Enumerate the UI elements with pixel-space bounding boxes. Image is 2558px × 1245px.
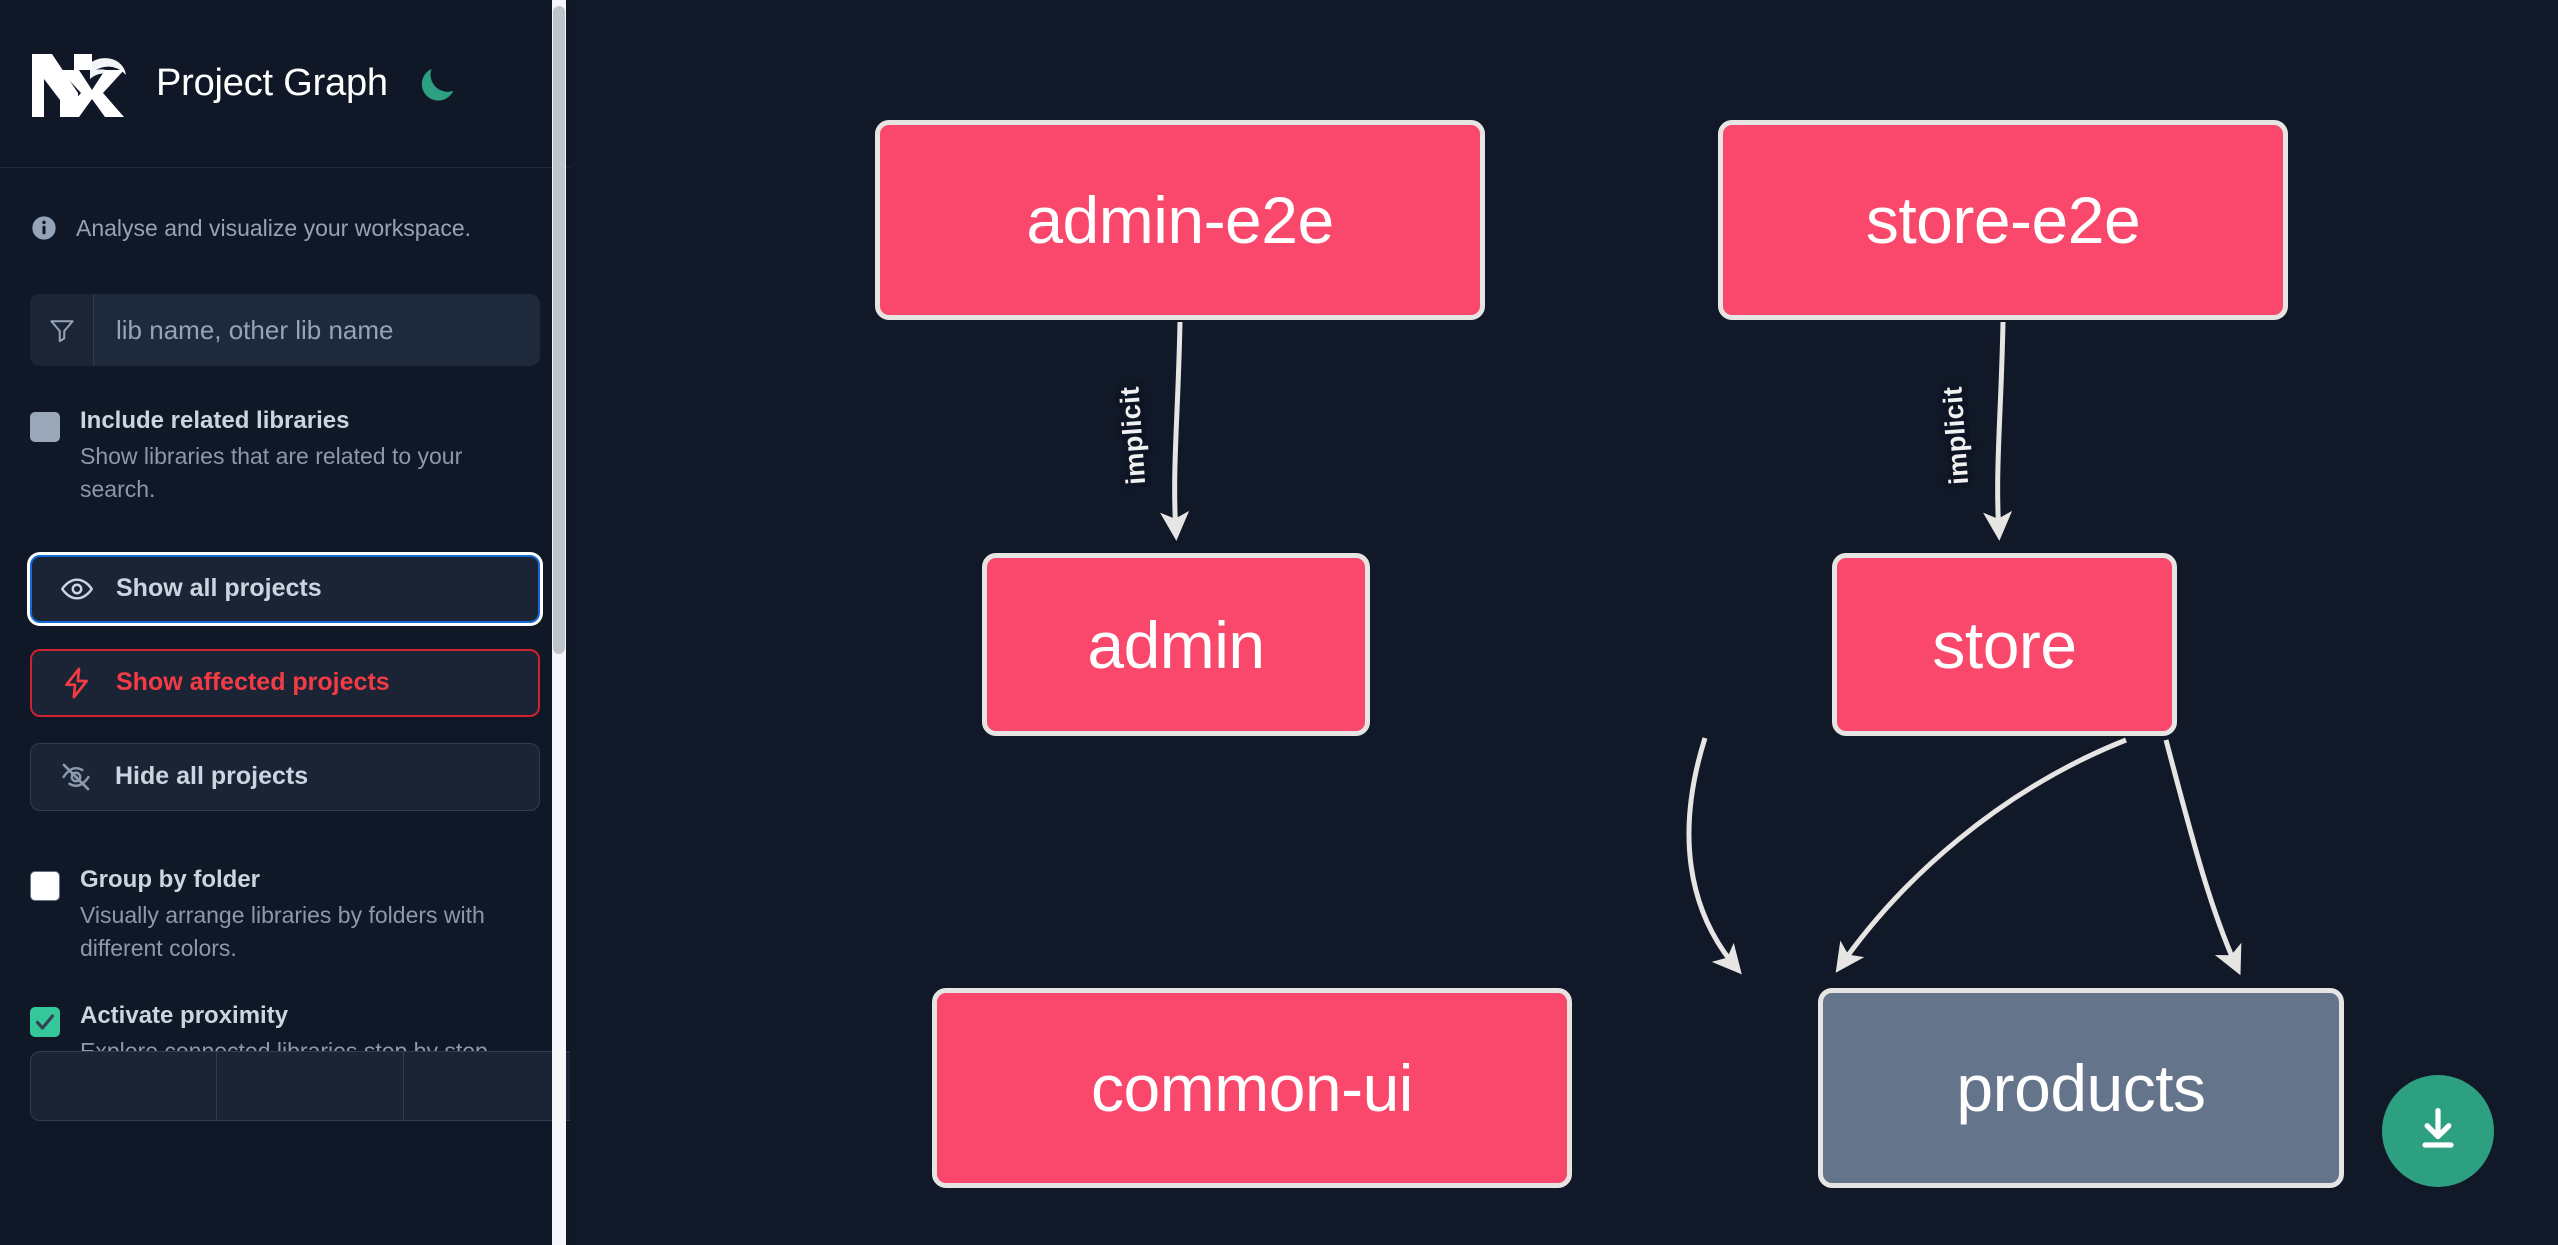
graph-node-store-e2e-label: store-e2e [1865,183,2141,257]
graph-node-products-label: products [1956,1051,2206,1125]
proximity-segment-3[interactable] [404,1052,570,1120]
edge-store-common-ui [1835,737,2127,973]
proximity-segment-2[interactable] [217,1051,404,1120]
checkbox-include-related-libraries-description: Show libraries that are related to your … [80,443,463,503]
checkbox-group-by-folder-label: Group by folder [80,865,260,893]
edge-admin-common-ui [1686,737,1742,975]
show-affected-projects-button[interactable]: Show affected projects [30,648,540,717]
graph-node-store[interactable]: store [1832,553,2177,736]
lightning-icon [60,666,94,700]
edge-admin-e2e-admin [1160,321,1190,541]
sidebar-scrollbar-thumb[interactable] [553,6,565,654]
sidebar-scrollbar[interactable] [552,0,566,1245]
sidebar-header: Project Graph [0,0,570,168]
search-bar [30,294,540,366]
edge-store-e2e-store [1983,321,2013,541]
graph-node-store-label: store [1932,607,2077,682]
search-input[interactable] [94,294,540,366]
workspace-info-text: Analyse and visualize your workspace. [76,214,472,241]
graph-node-store-e2e[interactable]: store-e2e [1718,120,2288,320]
page-title: Project Graph [156,62,388,104]
checkbox-activate-proximity-label: Activate proximity [80,1002,289,1030]
hide-all-projects-label: Hide all projects [115,762,309,791]
graph-node-admin-label: admin [1087,607,1265,682]
checkbox-group-by-folder-description: Visually arrange libraries by folders wi… [80,901,485,962]
graph-canvas[interactable]: admin-e2e store-e2e admin store common-u… [570,0,2558,1245]
nx-logo-icon [30,51,130,117]
info-circle-icon [30,214,58,242]
eye-icon [60,572,94,606]
graph-node-admin[interactable]: admin [982,553,1370,736]
show-all-projects-label: Show all projects [116,574,322,603]
graph-node-admin-e2e[interactable]: admin-e2e [875,120,1485,320]
graph-node-products[interactable]: products [1818,988,2344,1188]
graph-edges [1160,321,2242,976]
download-graph-button[interactable] [2382,1075,2494,1187]
hide-all-projects-button[interactable]: Hide all projects [30,742,540,811]
graph-node-admin-e2e-label: admin-e2e [1026,183,1334,257]
moon-icon[interactable] [414,61,460,107]
checkbox-include-related-libraries[interactable]: Include related libraries Show libraries… [30,406,540,507]
show-affected-projects-label: Show affected projects [116,668,390,697]
edge-store-products [2163,739,2242,976]
workspace-info: Analyse and visualize your workspace. [30,168,540,242]
checkbox-group-by-folder[interactable]: Group by folder Visually arrange librari… [30,865,540,966]
filter-icon[interactable] [30,294,94,366]
proximity-segmented-control[interactable] [30,1050,570,1121]
sidebar-body: Analyse and visualize your workspace. In… [0,168,570,1121]
checkbox-include-related-libraries-label: Include related libraries [80,407,350,434]
proximity-segment-1[interactable] [31,1051,218,1120]
sidebar: Project Graph Analyse and visualize your… [0,0,570,1245]
graph-node-common-ui-label: common-ui [1091,1051,1413,1125]
checkbox-activate-proximity-box[interactable] [30,1007,60,1038]
graph-node-common-ui[interactable]: common-ui [932,988,1572,1188]
checkbox-group-by-folder-box[interactable] [30,870,60,901]
eye-off-icon [59,760,93,794]
show-all-projects-button[interactable]: Show all projects [30,554,540,623]
checkbox-include-related-libraries-box[interactable] [30,412,60,442]
project-visibility-buttons: Show all projects Show affected projects [30,554,540,811]
download-icon [2412,1103,2464,1160]
